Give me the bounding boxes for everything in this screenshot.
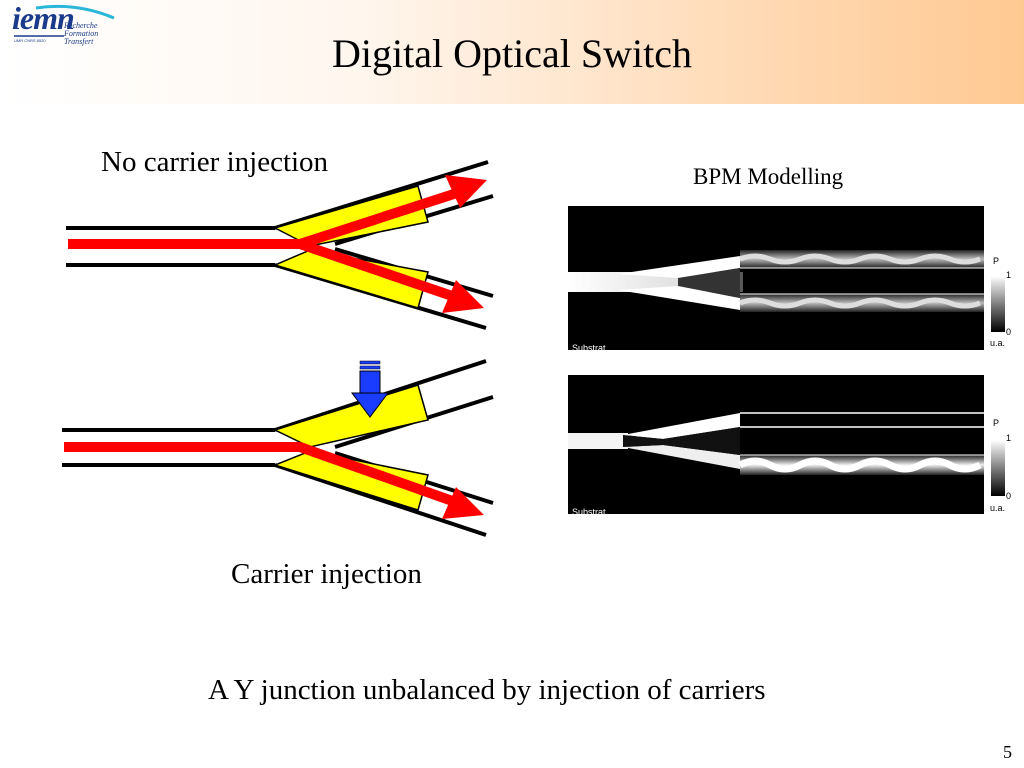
bpm-field-plot (568, 250, 984, 312)
electrode-upper (272, 384, 429, 448)
intensity-colorbar (991, 440, 1005, 496)
y-junction-no-injection (66, 160, 494, 330)
scale-min: 0 (1006, 327, 1012, 337)
label-bpm-modelling: BPM Modelling (693, 164, 844, 189)
logo-line-1: Recherche (64, 21, 98, 30)
electrode-lower (272, 450, 429, 511)
logo-line-2: Formation (64, 29, 99, 38)
label-no-carrier-injection: No carrier injection (101, 146, 329, 178)
logo-swoosh (14, 4, 115, 37)
scale-title: P (993, 418, 1000, 428)
iemn-logo: iemn Recherche Formation Transfert UMR C… (6, 0, 118, 50)
scale-unit: u.a. (990, 338, 1006, 348)
substrate-label: Substrat (572, 507, 606, 517)
label-carrier-injection: Carrier injection (231, 558, 422, 590)
page-title-text: Digital Optical Switch (332, 31, 692, 76)
substrate-label: Substrat (572, 343, 606, 353)
beam-switched (64, 442, 460, 508)
electrode-lower (272, 249, 429, 309)
bpm-field-plot (568, 412, 984, 475)
scale-unit: u.a. (990, 503, 1006, 513)
logo-line-3: Transfert (64, 37, 94, 46)
page-title: Digital Optical Switch (0, 30, 1024, 77)
scale-max: 1 (1006, 270, 1012, 280)
bpm-simulation-no-injection: Substrat (568, 206, 984, 353)
bpm-simulation-carrier-injection: Substrat (568, 375, 984, 517)
arrowhead-lower (442, 487, 484, 519)
page-number: 5 (1003, 742, 1012, 762)
scale-max: 1 (1006, 433, 1012, 443)
arrowhead-lower (442, 280, 484, 313)
electrode-upper (272, 185, 429, 247)
carrier-injection-arrow-icon (351, 360, 389, 418)
intensity-colorbar (991, 276, 1005, 332)
logo-small-text: UMR CNRS 8520 (14, 38, 46, 43)
y-junction-carrier-injection (62, 359, 494, 537)
arrowhead-upper (445, 175, 487, 208)
scale-min: 0 (1006, 491, 1012, 501)
diagram-caption: A Y junction unbalanced by injection of … (208, 674, 766, 706)
logo-text: iemn (12, 0, 75, 36)
scale-title: P (993, 256, 1000, 266)
slide-header: iemn Recherche Formation Transfert UMR C… (0, 0, 1024, 104)
beam-lower (298, 239, 460, 303)
